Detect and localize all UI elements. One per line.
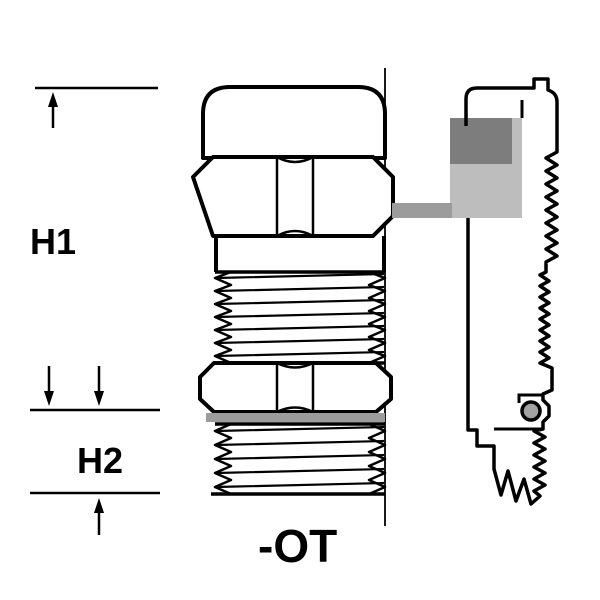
part-code-label: -OT	[258, 520, 337, 572]
cap-dome	[201, 85, 387, 160]
section-outline	[464, 77, 559, 506]
dimension-annotations	[30, 86, 160, 535]
thread-left-profile	[213, 270, 233, 365]
lower-hex-nut	[198, 361, 393, 414]
lower-thread-section	[211, 422, 387, 496]
o-ring	[520, 400, 542, 422]
neck	[214, 236, 386, 272]
thread-right-profile	[367, 270, 387, 365]
section-inner-lines	[494, 100, 543, 431]
gasket-band	[206, 413, 385, 422]
dim-label-h1: H1	[30, 221, 76, 262]
seal-dark-gray	[450, 118, 512, 164]
dim-label-h2: H2	[77, 440, 123, 481]
dim-arrow-up-bottom	[94, 498, 104, 535]
thread-crest-lines	[215, 425, 385, 489]
dim-arrow-up-top	[48, 92, 58, 128]
dim-arrow-down-right	[94, 366, 104, 406]
upper-thread-section	[213, 270, 387, 365]
dim-arrow-down-left	[44, 366, 54, 406]
gland-front-view	[191, 85, 395, 496]
upper-hex-facets	[275, 155, 315, 238]
lower-hex-facets	[275, 361, 315, 414]
connector-bar-gray	[392, 203, 452, 218]
upper-hex-nut	[191, 155, 395, 238]
thread-left-profile	[213, 422, 233, 496]
gland-section-view	[392, 77, 559, 506]
thread-crest-lines	[215, 272, 385, 358]
